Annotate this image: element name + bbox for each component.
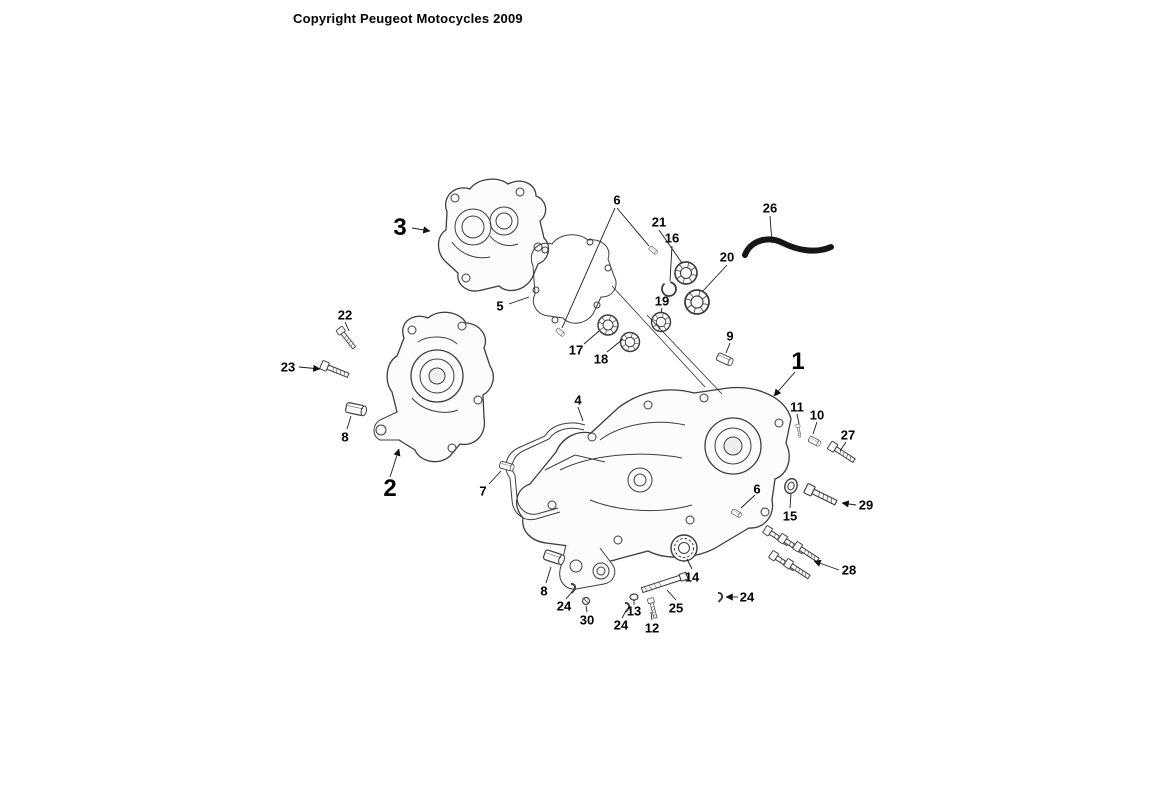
part-1-crankcase-half-main — [516, 386, 792, 590]
part-label-4: 4 — [574, 392, 582, 408]
leader-lines — [298, 207, 857, 621]
part-label-10: 10 — [809, 407, 825, 423]
part-label-7: 7 — [479, 483, 487, 499]
part-label-21: 21 — [651, 214, 667, 230]
part-5-gasket — [530, 234, 617, 324]
part-label-29: 29 — [858, 497, 874, 513]
part-label-11: 11 — [790, 399, 804, 415]
part-label-13: 13 — [626, 603, 642, 619]
part-label-19: 19 — [654, 293, 670, 309]
part-label-15: 15 — [782, 508, 798, 524]
part-2-crankcase-half-left — [373, 311, 494, 463]
part-label-12: 12 — [644, 620, 660, 636]
part-label-20: 20 — [719, 249, 735, 265]
bearings-and-seals — [597, 261, 798, 562]
copyright-text: Copyright Peugeot Motocycles 2009 — [293, 11, 523, 26]
screw-30 — [581, 596, 591, 606]
part-label-16: 16 — [664, 230, 680, 246]
part-label-23: 23 — [280, 359, 296, 375]
part-label-1: 1 — [791, 348, 805, 375]
part-label-22: 22 — [337, 307, 353, 323]
part-label-2: 2 — [383, 475, 397, 502]
stud-25 — [640, 571, 689, 594]
circlip-16 — [661, 281, 677, 297]
part-label-26: 26 — [762, 200, 778, 216]
part-label-9: 9 — [726, 328, 734, 344]
part-label-30: 30 — [579, 612, 595, 628]
fasteners — [319, 325, 857, 620]
seal-15 — [784, 477, 798, 495]
part-label-17: 17 — [568, 342, 584, 358]
part-label-28: 28 — [841, 562, 857, 578]
part-label-8: 8 — [540, 583, 548, 599]
bearing-14 — [670, 534, 698, 562]
part-label-6: 6 — [613, 192, 621, 208]
part-label-8: 8 — [341, 429, 349, 445]
part-label-5: 5 — [496, 298, 504, 314]
part-label-24: 24 — [613, 617, 629, 633]
part-label-3: 3 — [393, 214, 407, 241]
part-label-24: 24 — [556, 598, 572, 614]
hose-26 — [742, 236, 834, 258]
part-label-27: 27 — [840, 427, 856, 443]
part-label-18: 18 — [593, 351, 609, 367]
part-label-6: 6 — [753, 481, 761, 497]
part-label-14: 14 — [684, 569, 700, 585]
part-label-24: 24 — [739, 589, 755, 605]
part-label-25: 25 — [668, 600, 684, 616]
part-3-crankcase-cover — [437, 178, 550, 292]
